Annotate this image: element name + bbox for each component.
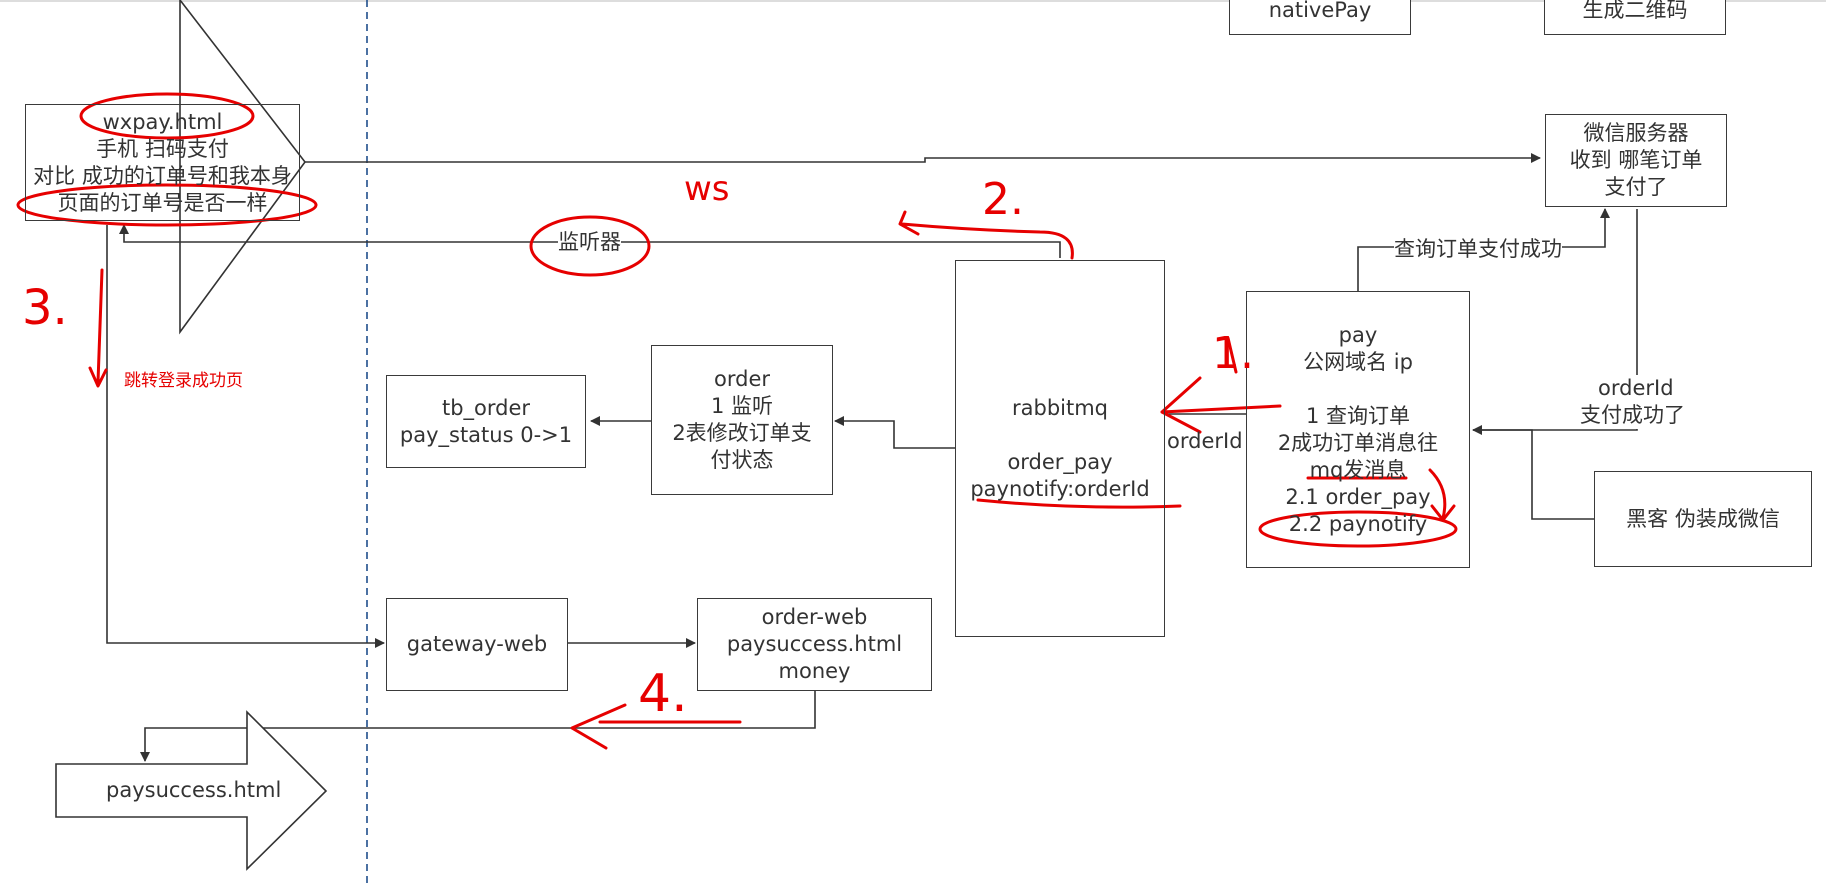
- label-orderid-mid: orderId: [1167, 429, 1243, 453]
- pay-step2-mq: mq发消息: [1309, 457, 1407, 482]
- order-line3: 2表修改订单支: [672, 421, 812, 445]
- tb-order-title: tb_order: [441, 395, 531, 420]
- rabbitmq-box: rabbitmq order_pay paynotify:orderId: [955, 260, 1165, 637]
- rabbitmq-queue: order_pay: [1007, 449, 1113, 474]
- qrcode-box: 生成二维码: [1544, 0, 1726, 35]
- edge-wxpay-to-wechat: [305, 153, 1541, 163]
- wxpay-line-scan: 手机 扫码支付: [96, 136, 229, 161]
- wechat-server-title: 微信服务器: [1583, 121, 1689, 145]
- hacker-label: 黑客 伪装成微信: [1626, 506, 1780, 531]
- edge-wxpay-to-gateway: [106, 225, 385, 648]
- arrow-stroke-mq: [1428, 468, 1456, 522]
- label-paid-success: 支付成功了: [1580, 402, 1685, 429]
- scribble-n1: [1226, 336, 1238, 374]
- pay-domain: 公网域名 ip: [1303, 349, 1413, 374]
- label-orderid-right: orderId: [1598, 375, 1674, 402]
- edge-rabbitmq-to-order: [834, 416, 955, 449]
- order-web-box: order-web paysuccess.html money: [697, 598, 932, 691]
- wxpay-line-same: 页面的订单号是否一样: [57, 190, 268, 215]
- order-web-page: paysuccess.html: [726, 632, 903, 656]
- arrow-stroke-4: [570, 703, 742, 750]
- rabbitmq-routing: paynotify:orderId: [970, 476, 1150, 501]
- order-box: order 1 监听 2表修改订单支 付状态: [651, 345, 833, 495]
- wxpay-box: wxpay.html 手机 扫码支付 对比 成功的订单号和我本身 页面的订单号是…: [25, 104, 300, 221]
- tb-order-box: tb_order pay_status 0->1: [386, 375, 586, 468]
- order-line4: 付状态: [710, 448, 774, 472]
- arrow-stroke-1: [1160, 376, 1282, 434]
- arrow-stroke-2: [898, 210, 1074, 260]
- pay-step2-2: 2.2 paynotify: [1288, 511, 1428, 536]
- label-jump-login: 跳转登录成功页: [124, 371, 243, 391]
- pay-title: pay: [1338, 322, 1378, 347]
- circle-order-compare: [16, 183, 318, 227]
- order-line2: 1 监听: [710, 394, 774, 418]
- label-listener: 监听器: [558, 229, 621, 256]
- annotation-ws: ws: [684, 169, 730, 209]
- wechat-server-box: 微信服务器 收到 哪笔订单 支付了: [1545, 114, 1727, 207]
- edge-orderweb-to-paysuccess: [140, 691, 816, 762]
- pay-step2: 2成功订单消息往: [1277, 430, 1439, 455]
- paysuccess-label: paysuccess.html: [106, 778, 282, 802]
- order-web-title: order-web: [761, 605, 868, 629]
- annotation-n3: 3.: [22, 280, 68, 336]
- circle-paynotify: [1258, 510, 1458, 548]
- edge-hacker-to-pay: [1473, 429, 1594, 520]
- annotation-n2: 2.: [982, 174, 1024, 225]
- pay-step2-1: 2.1 order_pay: [1285, 484, 1431, 509]
- arrow-stroke-3: [88, 268, 108, 388]
- circle-wxpay-html: [79, 92, 255, 140]
- nativepay-box: nativePay: [1229, 0, 1411, 35]
- gateway-web-box: gateway-web: [386, 598, 568, 691]
- pay-step1: 1 查询订单: [1305, 403, 1411, 428]
- red-annotations: [16, 92, 1458, 750]
- tb-order-status: pay_status 0->1: [399, 422, 573, 447]
- paysuccess-arrow-shape: [55, 710, 328, 871]
- annotation-n1: 1.: [1212, 328, 1254, 379]
- annotation-n4: 4.: [638, 664, 688, 724]
- hacker-box: 黑客 伪装成微信: [1594, 471, 1812, 567]
- qrcode-label: 生成二维码: [1582, 0, 1688, 22]
- nativepay-label: nativePay: [1268, 0, 1372, 22]
- pay-box: pay 公网域名 ip 1 查询订单 2成功订单消息往 mq发消息 2.1 or…: [1246, 291, 1470, 568]
- wechat-server-line2: 收到 哪笔订单: [1569, 148, 1703, 172]
- underline-paynotify: [976, 498, 1182, 509]
- gateway-web-label: gateway-web: [406, 632, 548, 656]
- wechat-server-line3: 支付了: [1604, 175, 1668, 199]
- wxpay-title: wxpay.html: [102, 109, 223, 134]
- label-query-success: 查询订单支付成功: [1394, 236, 1562, 263]
- wxpay-line-compare: 对比 成功的订单号和我本身: [33, 163, 292, 188]
- rabbitmq-title: rabbitmq: [1011, 395, 1109, 420]
- circle-listener: [529, 215, 651, 277]
- order-title: order: [714, 367, 770, 391]
- order-web-money: money: [778, 659, 851, 683]
- wxpay-triangle-shape: [179, 0, 307, 335]
